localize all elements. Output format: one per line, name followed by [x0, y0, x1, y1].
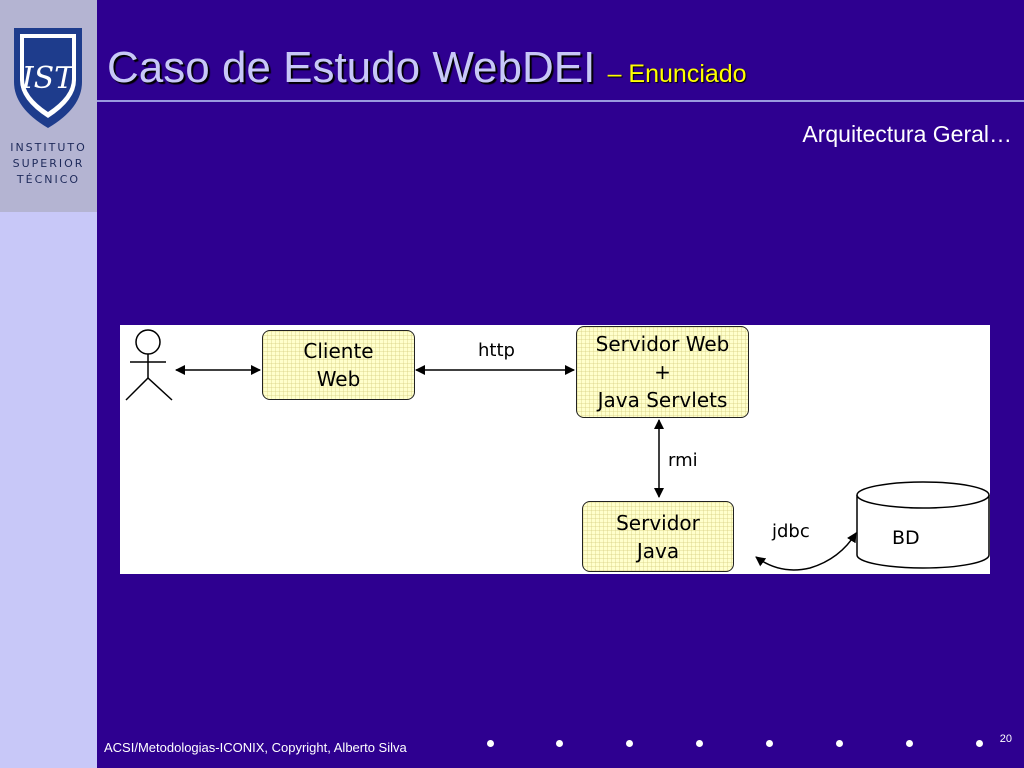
footer-dot-icon — [976, 740, 983, 747]
footer-dot-icon — [696, 740, 703, 747]
slide-subtitle: Arquitectura Geral… — [802, 121, 1012, 147]
footer-dot-icon — [836, 740, 843, 747]
footer-copyright: ACSI/Metodologias-ICONIX, Copyright, Alb… — [104, 740, 407, 755]
architecture-diagram: Cliente Web Servidor Web + Java Servlets… — [120, 325, 990, 574]
edge-label-jdbc: jdbc — [772, 521, 810, 542]
node-bd: BD — [892, 527, 920, 549]
logo-line-1: INSTITUTO — [10, 141, 87, 154]
edge-label-http: http — [478, 340, 515, 361]
ist-monogram: IST — [21, 61, 76, 96]
ist-shield-icon: IST — [14, 28, 82, 128]
footer-dot-icon — [626, 740, 633, 747]
page-number: 20 — [999, 733, 1012, 745]
ist-logo: IST INSTITUTO SUPERIOR TÉCNICO — [0, 0, 97, 212]
user-actor-icon — [125, 329, 173, 401]
database-icon — [856, 481, 990, 569]
diagram-connectors — [125, 329, 990, 571]
title-divider — [97, 100, 1024, 102]
logo-line-3: TÉCNICO — [16, 173, 81, 186]
footer-dot-icon — [766, 740, 773, 747]
footer-dot-icon — [906, 740, 913, 747]
footer-dot-icon — [556, 740, 563, 747]
edge-jdbc — [755, 532, 857, 571]
node-servidor-web: Servidor Web + Java Servlets — [576, 326, 749, 418]
footer-dot-icon — [487, 740, 494, 747]
slide-title: Caso de Estudo WebDEI – Enunciado — [107, 42, 747, 100]
slide-title-main: Caso de Estudo WebDEI — [107, 43, 596, 92]
node-cliente-web: Cliente Web — [262, 330, 415, 400]
edge-label-rmi: rmi — [668, 450, 698, 471]
node-servidor-java: Servidor Java — [582, 501, 734, 572]
logo-line-2: SUPERIOR — [12, 157, 85, 170]
slide-title-suffix: – Enunciado — [607, 60, 747, 88]
